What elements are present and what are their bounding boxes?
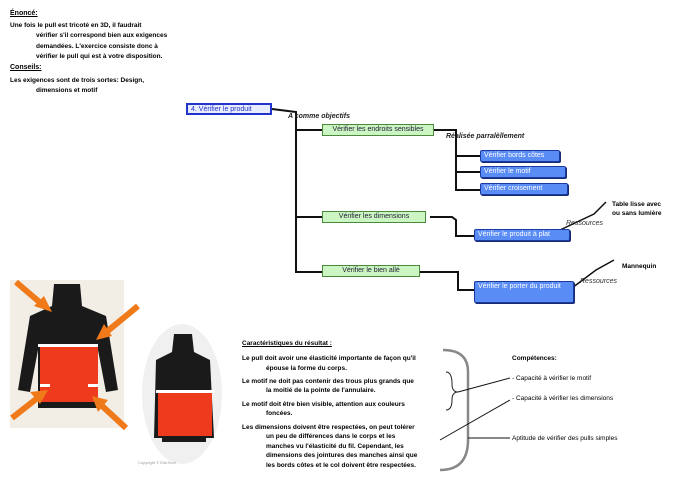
- resultat-p3-line2: foncées.: [266, 410, 293, 417]
- item-porter-produit[interactable]: Vérifier le porter du produit: [474, 281, 574, 303]
- resultat-p1-line2: épouse la forme du corps.: [266, 365, 347, 372]
- aptitude-text: Aptitude de vérifier des pulls simples: [512, 435, 618, 442]
- branch-endroits-sensibles[interactable]: Vérifier les endroits sensibles: [322, 124, 434, 136]
- resultat-p4-line5: les bords côtes et le col doivent être r…: [266, 462, 416, 469]
- ressources-label-2: Ressources: [580, 278, 617, 285]
- parallel-label: Réalisée parralèllement: [446, 133, 525, 140]
- branch-bien-alle[interactable]: Vérifier le bien allé: [322, 265, 420, 277]
- conseils-title: Conseils:: [10, 64, 42, 71]
- enonce-line-4: vérifier le pull qui est à votre disposi…: [36, 53, 163, 60]
- objectifs-label: A comme objectifs: [288, 113, 350, 120]
- sweater-photo: [10, 280, 124, 428]
- resultat-p4-line2: un peu de différences dans le corps et l…: [266, 433, 396, 440]
- resultat-p3-line1: Le motif doit être bien visible, attenti…: [242, 401, 405, 408]
- ressources-label-1: Ressources: [566, 220, 603, 227]
- mannequin-label: Mannequin: [622, 263, 657, 270]
- resultat-p4-line1: Les dimensions doivent être respectées, …: [242, 424, 415, 431]
- sub-croisement[interactable]: Vérifier croisement: [480, 183, 568, 195]
- resultat-p4-line3: manches vu l'élasticité du fil. Cependan…: [266, 443, 404, 450]
- competence-2: - Capacité à vérifier les dimensions: [512, 395, 614, 402]
- sub-motif[interactable]: Vérifier le motif: [480, 166, 566, 178]
- sweater-drawing: [18, 284, 118, 408]
- enonce-line-2: vérifier s'il correspond bien aux exigen…: [36, 32, 168, 39]
- conseils-line-2: dimensions et motif: [36, 87, 98, 94]
- enonce-line-3: demandées. L'exercice consiste donc à: [36, 43, 158, 50]
- conseils-line-1: Les exigences sont de trois sortes: Desi…: [10, 77, 145, 84]
- photo-copyright: Copyright © EduTech: [138, 460, 176, 465]
- resultat-p2-line2: la moitié de la pointe de l'annulaire.: [266, 387, 376, 394]
- resultat-p1-line1: Le pull doit avoir une élasticité import…: [242, 355, 416, 362]
- mannequin-drawing: [142, 324, 222, 464]
- item-produit-plat[interactable]: Vérifier le produit à plat: [474, 229, 570, 241]
- resultat-p4-line4: dimensions des jointures des manches ain…: [266, 452, 418, 459]
- table-note-line-2: ou sans lumière: [612, 210, 662, 217]
- sub-bords-cotes[interactable]: Vérifier bords côtes: [480, 150, 560, 162]
- root-node[interactable]: 4. Vérifier le produit: [186, 103, 272, 115]
- resultat-p2-line1: Le motif ne doit pas contenir des trous …: [242, 378, 414, 385]
- resultat-title: Caractéristiques du résultat :: [242, 340, 332, 347]
- mannequin-photo: Copyright © EduTech: [136, 318, 230, 468]
- table-note-line-1: Table lisse avec: [612, 201, 662, 208]
- competences-title: Compétences:: [512, 355, 557, 362]
- competence-1: - Capacité à vérifier le motif: [512, 375, 592, 382]
- branch-dimensions[interactable]: Vérifier les dimensions: [322, 211, 426, 223]
- enonce-title: Énoncé:: [10, 10, 38, 17]
- enonce-line-1: Une fois le pull est tricoté en 3D, il f…: [10, 22, 142, 29]
